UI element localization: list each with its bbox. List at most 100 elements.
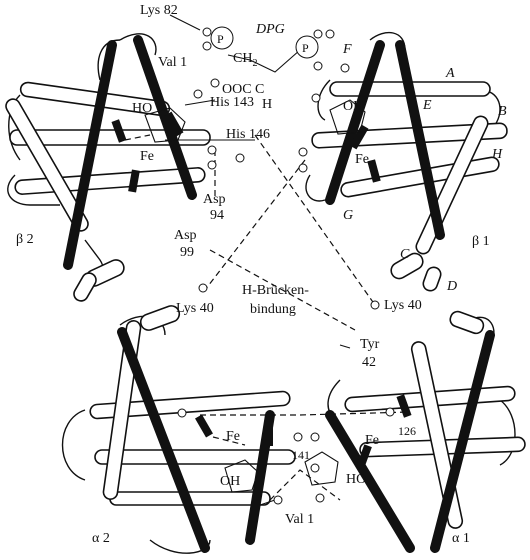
minus-marker bbox=[310, 463, 320, 473]
alpha2-heme-bar-1 bbox=[195, 414, 213, 438]
label-oh-alpha2: OH bbox=[220, 474, 240, 489]
beta2-lower-loop bbox=[7, 174, 60, 206]
beta2-helix-d bbox=[73, 272, 97, 302]
minus-marker bbox=[202, 27, 212, 37]
label-oocc: OOC bbox=[222, 82, 252, 97]
dpg-backbone bbox=[227, 49, 301, 73]
label-tyr-number: 42 bbox=[362, 355, 376, 370]
label-lys40-left: Lys 40 bbox=[176, 301, 214, 316]
label-tyr-name: Tyr bbox=[360, 337, 380, 352]
charge-markers bbox=[177, 27, 395, 505]
label-residue-126: 126 bbox=[398, 424, 416, 438]
label-his146: His 146 bbox=[226, 127, 270, 142]
alpha2-top-helix bbox=[139, 305, 181, 331]
label-helix-a: A bbox=[445, 66, 455, 81]
labels: Lys 82 DPG P P CH2 Val 1 OOC C H HO His … bbox=[16, 3, 507, 546]
alpha2-strand-1 bbox=[117, 327, 210, 553]
label-asp99-number: 99 bbox=[180, 245, 194, 260]
minus-marker bbox=[202, 41, 212, 51]
label-helix-e: E bbox=[422, 98, 432, 113]
label-val1-top: Val 1 bbox=[158, 55, 187, 70]
minus-marker bbox=[315, 493, 325, 503]
alpha1-tyr-ring bbox=[304, 451, 339, 486]
label-fe-beta1: Fe bbox=[355, 152, 369, 167]
minus-marker bbox=[193, 89, 203, 99]
label-hbond-line1: H-Brücken- bbox=[242, 283, 309, 298]
beta2-top-loop bbox=[97, 39, 121, 81]
beta2-strand-1 bbox=[63, 40, 117, 270]
phosphate-circle-1 bbox=[210, 26, 234, 50]
alpha1-strand-1 bbox=[430, 330, 495, 553]
minus-marker bbox=[325, 29, 335, 39]
label-h-atom: H bbox=[262, 97, 272, 112]
alpha1-subunit bbox=[304, 310, 526, 553]
label-alpha1: α 1 bbox=[452, 531, 470, 546]
beta2-subunit bbox=[5, 33, 211, 302]
label-helix-d: D bbox=[446, 279, 457, 294]
beta1-lower-left-loop bbox=[305, 174, 326, 202]
beta1-heme-bar-2 bbox=[367, 159, 381, 183]
beta2-helix-a bbox=[19, 81, 171, 117]
alpha2-bottom-loop bbox=[149, 539, 211, 554]
beta2-top-loop-2 bbox=[119, 33, 157, 56]
label-residue-141: 141 bbox=[292, 448, 310, 462]
minus-marker bbox=[311, 93, 321, 103]
label-fe-alpha1: Fe bbox=[365, 433, 379, 448]
label-dpg: DPG bbox=[255, 22, 285, 37]
label-val1-bottom: Val 1 bbox=[285, 512, 314, 527]
line-tyr bbox=[339, 344, 351, 349]
label-his143: His 143 bbox=[210, 95, 254, 110]
minus-marker bbox=[235, 153, 245, 163]
line-val1-bottom bbox=[259, 499, 276, 506]
beta1-his-ring bbox=[329, 99, 366, 135]
beta2-strand-2 bbox=[133, 35, 197, 200]
label-lys82: Lys 82 bbox=[140, 3, 178, 18]
label-asp94-number: 94 bbox=[210, 208, 224, 223]
label-asp94-name: Asp bbox=[203, 192, 226, 207]
dash-alpha2-fe bbox=[212, 436, 246, 446]
label-phosphate-2: P bbox=[302, 41, 309, 55]
label-c-atom: C bbox=[255, 82, 264, 97]
label-asp99-name: Asp bbox=[174, 228, 197, 243]
alpha1-top-helix bbox=[449, 310, 485, 335]
dash-asp99-lys40 bbox=[204, 159, 306, 291]
beta1-subunit bbox=[305, 31, 508, 292]
label-ho-beta2: HO bbox=[132, 101, 152, 116]
minus-marker bbox=[313, 29, 323, 39]
beta1-strand-1 bbox=[325, 40, 385, 205]
label-helix-h: H bbox=[491, 147, 503, 162]
label-fe-alpha2: Fe bbox=[226, 429, 240, 444]
alpha1-heme-bar-1 bbox=[356, 444, 372, 470]
label-helix-g: G bbox=[343, 208, 353, 223]
minus-marker bbox=[207, 160, 217, 170]
minus-marker bbox=[313, 61, 323, 71]
minus-marker bbox=[385, 407, 395, 417]
label-helix-b: B bbox=[498, 104, 507, 119]
minus-marker bbox=[210, 78, 220, 88]
alpha2-heme-bar-2 bbox=[265, 418, 273, 446]
dash-his146-lys40 bbox=[254, 134, 376, 306]
beta2-helix-b bbox=[5, 98, 89, 232]
dash-alpha-heme-link bbox=[200, 411, 411, 416]
alpha1-right-loop bbox=[499, 399, 516, 466]
beta1-left-loop bbox=[317, 79, 331, 121]
beta2-heme-bar-3 bbox=[164, 111, 184, 137]
label-ch2: CH2 bbox=[233, 51, 257, 69]
minus-marker bbox=[293, 432, 303, 442]
beta1-helix-d bbox=[422, 266, 442, 292]
minus-marker bbox=[340, 63, 350, 73]
bond-lines bbox=[165, 14, 411, 506]
label-ho-alpha1: HO bbox=[346, 472, 366, 487]
label-beta1: β 1 bbox=[472, 234, 490, 249]
beta1-strand-2 bbox=[395, 40, 445, 240]
beta1-heme-bar-1 bbox=[349, 124, 369, 150]
beta2-his-ring bbox=[144, 107, 186, 143]
minus-marker bbox=[273, 495, 283, 505]
alpha2-left-loop bbox=[61, 409, 86, 481]
minus-marker bbox=[198, 283, 208, 293]
alpha2-subunit bbox=[61, 305, 296, 554]
phosphate-circle-2 bbox=[295, 35, 319, 59]
beta2-heme-bar-2 bbox=[128, 169, 140, 193]
